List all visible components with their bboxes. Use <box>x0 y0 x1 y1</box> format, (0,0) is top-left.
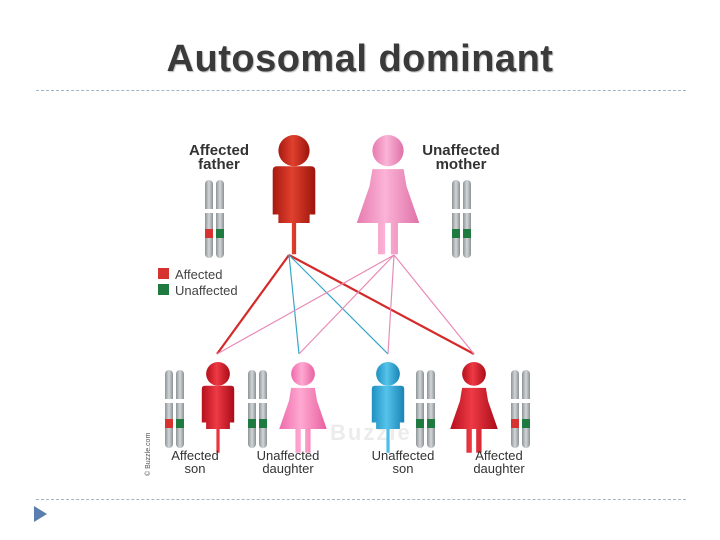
footer-divider <box>36 499 686 500</box>
legend-affected-label: Affected <box>175 267 222 282</box>
legend-unaffected-label: Unaffected <box>175 283 238 298</box>
child1-label-line2: son <box>185 461 206 476</box>
child3-label-line2: son <box>393 461 414 476</box>
child-affected-son-figure <box>201 362 235 453</box>
line-father-to-son1 <box>216 254 290 355</box>
child1-chromosome-pair <box>164 370 185 448</box>
father-label-line2: father <box>198 156 240 173</box>
line-mother-to-daughter2 <box>393 254 475 355</box>
line-mother-to-son2 <box>387 254 395 355</box>
child1-label-line1: Affected <box>171 448 218 463</box>
slide-bullet-arrow-icon <box>34 506 47 522</box>
mother-label-line2: mother <box>436 156 487 173</box>
legend-affected-swatch <box>158 268 169 279</box>
mother-chromosome-pair <box>451 180 472 258</box>
child2-label-line1: Unaffected <box>257 448 320 463</box>
child4-label-line2: daughter <box>473 461 525 476</box>
line-father-to-son2 <box>288 254 389 355</box>
father-label-line1: Affected <box>189 142 249 159</box>
inheritance-lines <box>216 254 475 355</box>
father-figure <box>272 135 316 255</box>
child3-chromosome-pair <box>415 370 436 448</box>
child2-chromosome-pair <box>247 370 268 448</box>
legend: Affected Unaffected <box>158 267 238 298</box>
child-affected-daughter-figure <box>450 362 498 453</box>
mother-figure <box>356 135 420 255</box>
line-mother-to-daughter1 <box>298 254 395 355</box>
title-divider <box>36 90 686 91</box>
legend-unaffected-swatch <box>158 284 169 295</box>
child4-label-line1: Affected <box>475 448 522 463</box>
child2-label-line2: daughter <box>262 461 314 476</box>
child4-chromosome-pair <box>510 370 531 448</box>
mother-label-line1: Unaffected <box>422 142 500 159</box>
slide-title: Autosomal dominant <box>166 38 554 80</box>
father-chromosome-pair <box>204 180 225 258</box>
line-father-to-daughter1 <box>288 254 300 355</box>
child-unaffected-daughter-figure <box>279 362 327 453</box>
copyright-notice: © Buzzle.com <box>144 433 152 476</box>
line-father-to-daughter2 <box>288 254 475 355</box>
line-mother-to-son1 <box>216 254 395 355</box>
child3-label-line1: Unaffected <box>372 448 435 463</box>
